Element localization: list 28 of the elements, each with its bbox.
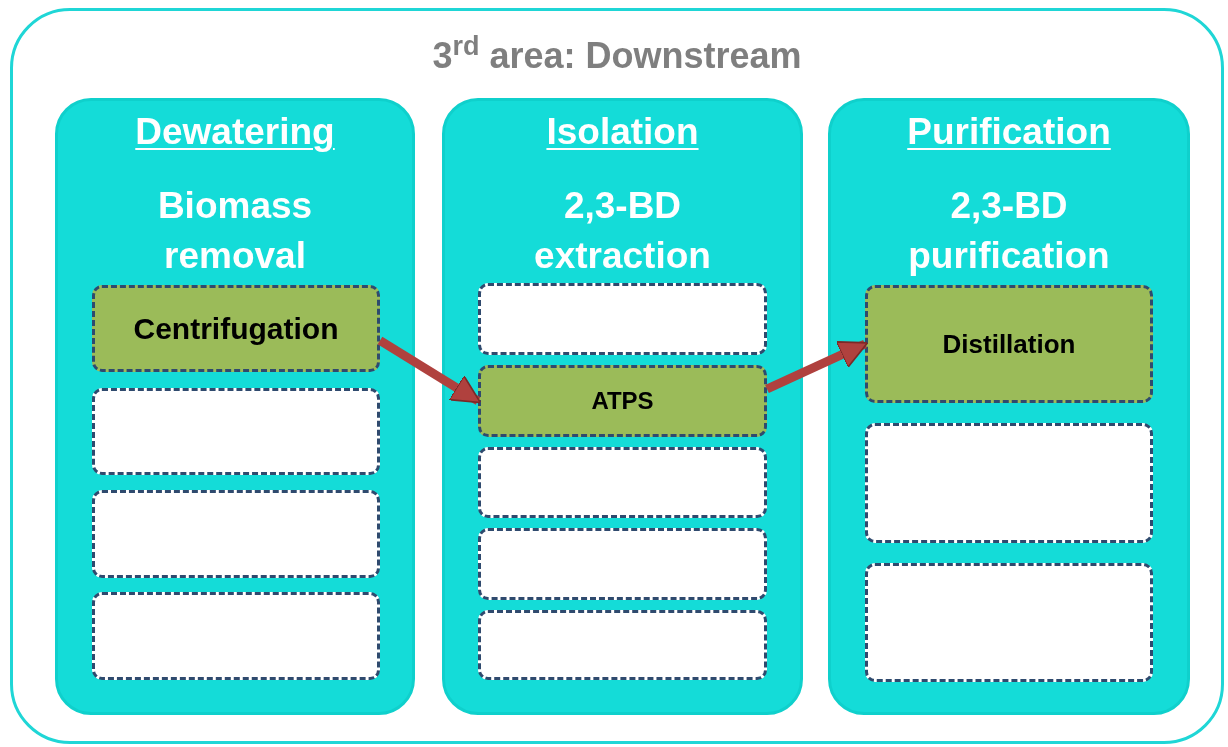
empty-step-box (478, 283, 767, 355)
stage-heading: Purification (907, 110, 1111, 154)
step-label: ATPS (591, 386, 654, 416)
stage-subtitle: Biomass removal (156, 184, 314, 278)
stage-subtitle: 2,3-BD purification (907, 184, 1111, 278)
stage-panel (442, 98, 803, 715)
stage-panel (55, 98, 415, 715)
empty-step-box (92, 592, 380, 680)
arrow (377, 336, 482, 405)
area-frame (10, 8, 1224, 744)
process-step-box (478, 365, 767, 437)
process-step-box (865, 285, 1153, 403)
stage-heading: Isolation (546, 110, 699, 154)
empty-step-box (92, 388, 380, 475)
step-label: Centrifugation (133, 311, 339, 347)
empty-step-box (865, 563, 1153, 682)
step-label: Distillation (942, 327, 1076, 361)
empty-step-box (478, 447, 767, 518)
arrow (765, 339, 869, 394)
stage-panel (828, 98, 1190, 715)
area-title: 3$^{rd}$ area: Downstream (432, 33, 802, 78)
process-step-box (92, 285, 380, 372)
empty-step-box (478, 610, 767, 680)
empty-step-box (92, 490, 380, 578)
stage-heading: Dewatering (135, 110, 335, 154)
stage-subtitle: 2,3-BD extraction (533, 184, 712, 278)
empty-step-box (478, 528, 767, 600)
empty-step-box (865, 423, 1153, 543)
